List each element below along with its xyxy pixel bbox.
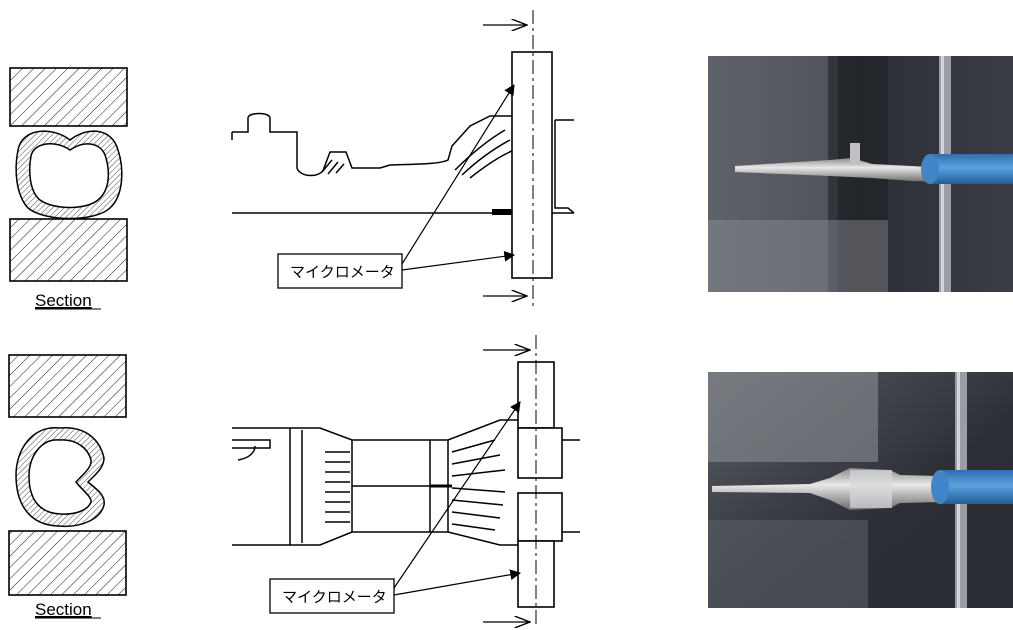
crimp-barrel-section xyxy=(15,130,123,220)
row-2: Section xyxy=(8,335,1013,625)
lower-die xyxy=(8,530,127,596)
photo-measurement-2 xyxy=(708,372,1013,608)
leader-upper xyxy=(393,401,521,589)
callout-box xyxy=(269,578,395,614)
leader-upper xyxy=(401,84,515,265)
callout-1: マイクロメータ xyxy=(277,84,516,289)
right-bracket xyxy=(554,120,575,214)
serration-left xyxy=(325,451,350,523)
section-label: Section xyxy=(35,600,92,619)
callout-label: マイクロメータ xyxy=(290,263,395,281)
section-label: Section xyxy=(35,291,92,310)
terminal-side-view-1 xyxy=(231,112,575,214)
section-view-2: Section xyxy=(8,354,127,619)
micrometer-1 xyxy=(511,51,553,279)
micrometer-upper-head xyxy=(517,427,563,479)
leader-lower xyxy=(401,250,516,271)
upper-die xyxy=(9,67,128,127)
callout-box xyxy=(277,253,403,289)
terminal-outline xyxy=(232,112,514,177)
row-1: Section マイクロメータ xyxy=(9,10,1013,310)
wire-photo xyxy=(940,470,1013,504)
micrometer-2 xyxy=(517,361,563,608)
terminal-photo xyxy=(735,158,945,182)
callout-label: マイクロメータ xyxy=(282,588,387,606)
lower-die xyxy=(9,218,128,282)
micrometer-upper-anvil xyxy=(511,51,553,279)
callout-2: マイクロメータ xyxy=(269,401,522,614)
section-view-1: Section xyxy=(9,67,128,310)
serration-right xyxy=(451,439,506,531)
leader-lower xyxy=(393,569,522,596)
crimp-barrel-section xyxy=(15,427,105,528)
photo-measurement-1 xyxy=(708,56,1013,292)
wire-photo xyxy=(930,154,1013,184)
insulation-barrel xyxy=(454,129,515,179)
micrometer-lower-head xyxy=(517,492,563,542)
upper-die xyxy=(8,354,127,418)
terminal-top-view-2 xyxy=(232,419,580,546)
barrel-ribs xyxy=(321,159,345,175)
